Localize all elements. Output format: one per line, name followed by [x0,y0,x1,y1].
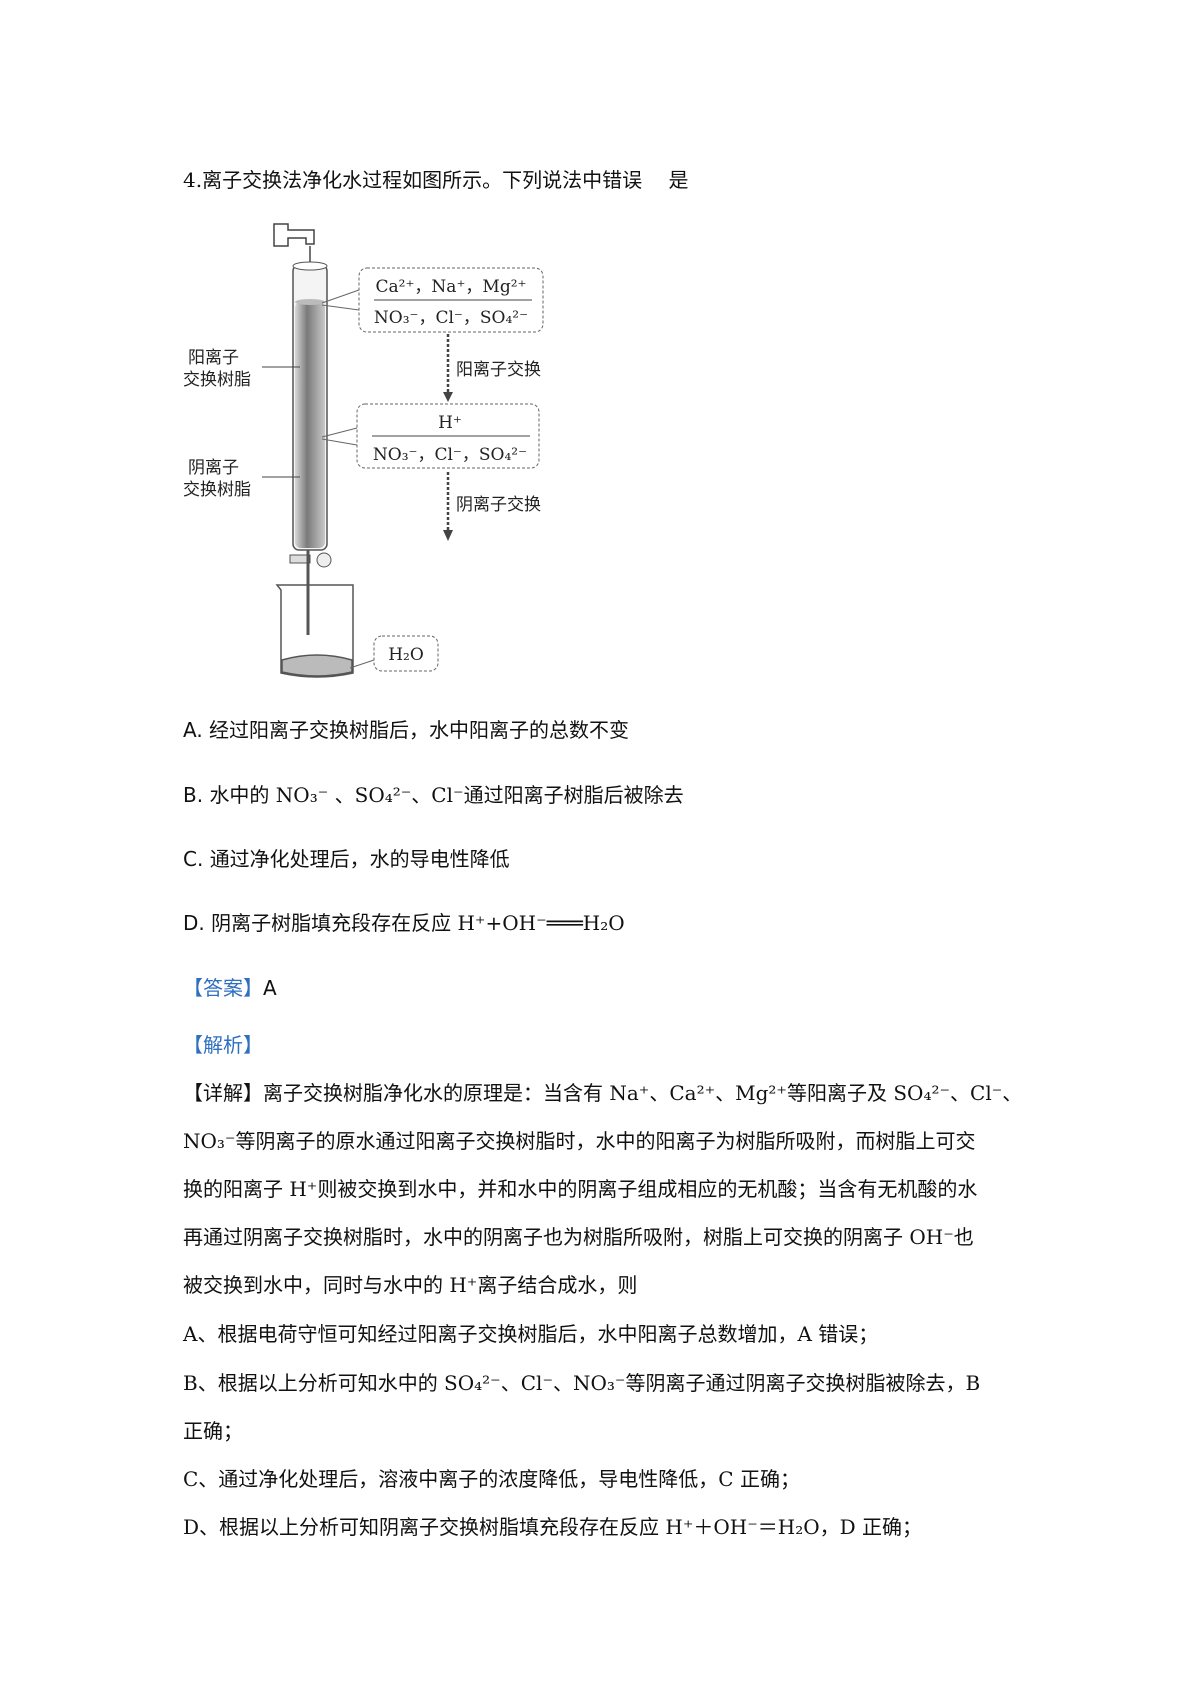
analysis-line: D、根据以上分析可知阴离子交换树脂填充段存在反应 H⁺＋OH⁻＝H₂O，D 正确… [183,1515,923,1539]
option-letter: A. [183,718,203,742]
analysis-line: 再通过阴离子交换树脂时，水中的阴离子也为树脂所吸附，树脂上可交换的阴离子 OH⁻… [183,1225,974,1249]
option-letter: D. [183,911,205,935]
svg-text:NO₃⁻，Cl⁻，SO₄²⁻: NO₃⁻，Cl⁻，SO₄²⁻ [374,308,528,328]
svg-text:H⁺: H⁺ [438,413,462,433]
option-letter: C. [183,847,204,871]
ion-exchange-figure: 阳离子 交换树脂 阴离子 交换树脂 Ca²⁺，Na⁺，Mg²⁺ NO₃⁻，Cl⁻… [183,223,544,678]
svg-text:NO₃⁻，Cl⁻，SO₄²⁻: NO₃⁻，Cl⁻，SO₄²⁻ [373,445,527,465]
option-b: B. 水中的 NO₃⁻ 、SO₄²⁻、Cl⁻通过阳离子树脂后被除去 [183,779,684,808]
answer-line: 【答案】A [183,972,277,1001]
ion-box-after-cation: H⁺ NO₃⁻，Cl⁻，SO₄²⁻ [321,403,540,469]
arrow-anion-exchange: 阴离子交换 [443,472,541,541]
beaker [275,584,354,678]
answer-label: 【答案】 [183,976,263,1000]
option-text: 经过阳离子交换树脂后，水中阳离子的总数不变 [209,718,630,742]
option-c: C. 通过净化处理后，水的导电性降低 [183,843,510,872]
svg-text:阳离子: 阳离子 [188,348,239,368]
analysis-line: A、根据电荷守恒可知经过阳离子交换树脂后，水中阳离子总数增加，A 错误； [183,1322,879,1346]
option-text: 水中的 NO₃⁻ 、SO₄²⁻、Cl⁻通过阳离子树脂后被除去 [209,783,684,807]
analysis-line: 换的阳离子 H⁺则被交换到水中，并和水中的阴离子组成相应的无机酸；当含有无机酸的… [183,1177,978,1201]
option-text: 阴离子树脂填充段存在反应 H⁺+OH⁻═══H₂O [211,911,625,935]
svg-text:Ca²⁺，Na⁺，Mg²⁺: Ca²⁺，Na⁺，Mg²⁺ [376,277,527,297]
svg-text:阴离子: 阴离子 [188,458,239,478]
resin-column [289,261,332,635]
option-letter: B. [183,783,204,807]
faucet-icon [273,223,315,262]
svg-text:交换树脂: 交换树脂 [183,480,251,500]
analysis-label: 【解析】 [183,1033,263,1057]
analysis-line: NO₃⁻等阴离子的原水通过阳离子交换树脂时，水中的阳离子为树脂所吸附，而树脂上可… [183,1129,976,1153]
water-label-box: H₂O [349,635,439,672]
svg-text:阳离子交换: 阳离子交换 [456,360,541,380]
svg-text:H₂O: H₂O [388,645,424,665]
analysis-line: C、通过净化处理后，溶液中离子的浓度降低，导电性降低，C 正确； [183,1467,800,1491]
question-stem: 4.离子交换法净化水过程如图所示。下列说法中错误 是 [183,168,689,192]
svg-text:交换树脂: 交换树脂 [183,370,251,390]
option-a: A. 经过阳离子交换树脂后，水中阳离子的总数不变 [183,714,629,743]
option-d: D. 阴离子树脂填充段存在反应 H⁺+OH⁻═══H₂O [183,907,625,936]
ion-box-raw-water: Ca²⁺，Na⁺，Mg²⁺ NO₃⁻，Cl⁻，SO₄²⁻ [321,267,544,333]
option-text: 通过净化处理后，水的导电性降低 [209,847,510,871]
svg-text:阴离子交换: 阴离子交换 [456,495,541,515]
resin-labels: 阳离子 交换树脂 阴离子 交换树脂 [183,348,300,500]
analysis-line: 正确； [183,1419,243,1443]
analysis-line: B、根据以上分析可知水中的 SO₄²⁻、Cl⁻、NO₃⁻等阴离子通过阴离子交换树… [183,1371,981,1395]
analysis-line: 被交换到水中，同时与水中的 H⁺离子结合成水，则 [183,1273,638,1297]
answer-value: A [263,976,277,1000]
analysis-line: 【详解】离子交换树脂净化水的原理是：当含有 Na⁺、Ca²⁺、Mg²⁺等阳离子及… [183,1081,1023,1105]
arrow-cation-exchange: 阳离子交换 [443,334,541,402]
